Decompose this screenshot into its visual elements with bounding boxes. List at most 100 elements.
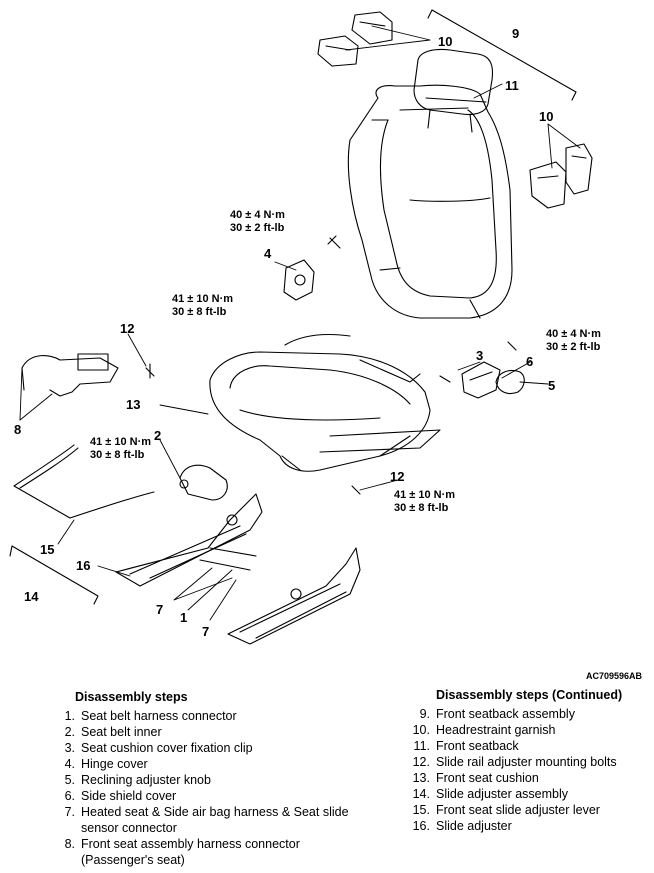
callout-7-right: 7: [202, 624, 209, 639]
bolts: [145, 235, 517, 495]
steps-right-title: Disassembly steps (Continued): [436, 688, 623, 702]
step-number: 5.: [64, 773, 75, 787]
exploded-seat-diagram: 10 9 11 10 4 12 8 13 2 3 6 5 12 15 16 14…: [9, 9, 601, 645]
step-number: 2.: [64, 725, 75, 739]
step-number: 4.: [64, 757, 75, 771]
step-text: Seat cushion cover fixation clip: [81, 741, 253, 755]
headrestraint-garnish-left: [317, 11, 393, 67]
step-text: Headrestraint garnish: [436, 723, 556, 737]
list-item: 3. Seat cushion cover fixation clip: [53, 740, 353, 756]
step-text: Front seat assembly harness connector (P…: [81, 837, 300, 867]
step-number: 11.: [413, 739, 430, 753]
torque-top-left-ftlb: 30 ± 8 ft-lb: [172, 306, 227, 318]
headrestraint-garnish-right: [529, 143, 593, 209]
slide-adjuster-lever: [13, 444, 155, 519]
callout-12-left: 12: [120, 321, 134, 336]
step-text: Seat belt inner: [81, 725, 162, 739]
step-text: Front seatback: [436, 739, 519, 753]
step-number: 10.: [412, 723, 430, 737]
step-number: 16.: [412, 819, 430, 833]
step-number: 3.: [64, 741, 75, 755]
step-text: Seat belt harness connector: [81, 709, 237, 723]
list-item: 16. Slide adjuster: [408, 818, 648, 834]
step-text: Hinge cover: [81, 757, 148, 771]
step-number: 9.: [419, 707, 430, 721]
front-seat-cushion: [209, 351, 431, 472]
list-item: 4. Hinge cover: [53, 756, 353, 772]
side-shield-cover: [461, 361, 501, 399]
callout-6: 6: [526, 354, 533, 369]
slide-adjuster-assembly: [115, 493, 361, 645]
callout-10-top: 10: [438, 34, 452, 49]
callout-15: 15: [40, 542, 54, 557]
hinge-cover: [283, 259, 315, 301]
callout-3: 3: [476, 348, 483, 363]
disassembly-steps-left: Disassembly steps 1. Seat belt harness co…: [53, 689, 353, 868]
torque-left-ftlb: 30 ± 8 ft-lb: [90, 449, 145, 461]
step-text: Side shield cover: [81, 789, 177, 803]
step-number: 12.: [412, 755, 430, 769]
callout-2: 2: [154, 428, 161, 443]
list-item: 1. Seat belt harness connector: [53, 708, 353, 724]
callout-4: 4: [264, 246, 272, 261]
callout-12-right: 12: [390, 469, 404, 484]
callout-13: 13: [126, 397, 140, 412]
torque-bottom-nm: 41 ± 10 N·m: [394, 489, 455, 501]
step-text: Front seat slide adjuster lever: [436, 803, 600, 817]
step-text: Slide rail adjuster mounting bolts: [436, 755, 617, 769]
figure-id: AC709596AB: [586, 671, 643, 681]
callout-7-left: 7: [156, 602, 163, 617]
step-number: 13.: [412, 771, 430, 785]
list-item: 5. Reclining adjuster knob: [53, 772, 353, 788]
step-text: Slide adjuster: [436, 819, 512, 833]
callout-14: 14: [24, 589, 39, 604]
headrestraint: [413, 48, 494, 133]
torque-top-left-nm: 41 ± 10 N·m: [172, 293, 233, 305]
callout-10-right: 10: [539, 109, 553, 124]
step-text: Front seat cushion: [436, 771, 539, 785]
callout-5: 5: [548, 378, 555, 393]
cushion-base: [319, 429, 441, 453]
step-text: Heated seat & Side air bag harness & Sea…: [81, 805, 349, 835]
list-item: 6. Side shield cover: [53, 788, 353, 804]
list-item: 8. Front seat assembly harness connector …: [53, 836, 353, 868]
torque-bottom-ftlb: 30 ± 8 ft-lb: [394, 502, 449, 514]
list-item: 7. Heated seat & Side air bag harness & S…: [53, 804, 353, 836]
reclining-adjuster-knob: [495, 369, 525, 395]
step-text: Slide adjuster assembly: [436, 787, 569, 801]
leader-lines: [19, 25, 581, 621]
callout-11: 11: [505, 78, 519, 93]
disassembly-steps-right: Disassembly steps (Continued) 9. Front se…: [408, 687, 648, 834]
step-number: 1.: [64, 709, 75, 723]
steps-left-title: Disassembly steps: [75, 690, 188, 704]
list-item: 13. Front seat cushion: [408, 770, 648, 786]
front-seatback: [347, 84, 513, 319]
step-number: 15.: [412, 803, 430, 817]
step-text: Front seatback assembly: [436, 707, 575, 721]
harness-connector: [21, 353, 119, 397]
group-bracket-9: [427, 9, 577, 101]
harness-wire: [284, 333, 351, 346]
steps-right-list: 9. Front seatback assembly 10. Headrestrai…: [408, 706, 648, 834]
step-number: 7.: [64, 805, 75, 819]
list-item: 11. Front seatback: [408, 738, 648, 754]
torque-upper-nm: 40 ± 4 N·m: [230, 209, 285, 221]
step-number: 6.: [64, 789, 75, 803]
torque-left-nm: 41 ± 10 N·m: [90, 436, 151, 448]
list-item: 2. Seat belt inner: [53, 724, 353, 740]
list-item: 10. Headrestraint garnish: [408, 722, 648, 738]
harness-wire-2: [359, 359, 421, 383]
step-number: 14.: [412, 787, 430, 801]
torque-upper-ftlb: 30 ± 2 ft-lb: [230, 222, 285, 234]
list-item: 12. Slide rail adjuster mounting bolts: [408, 754, 648, 770]
group-bracket-14: [9, 545, 99, 605]
list-item: 15. Front seat slide adjuster lever: [408, 802, 648, 818]
torque-right-ftlb: 30 ± 2 ft-lb: [546, 341, 601, 353]
steps-left-list: 1. Seat belt harness connector 2. Seat bel…: [53, 708, 353, 868]
step-number: 8.: [64, 837, 75, 851]
seat-belt-inner: [179, 464, 228, 501]
callout-16: 16: [76, 558, 90, 573]
list-item: 9. Front seatback assembly: [408, 706, 648, 722]
step-text: Reclining adjuster knob: [81, 773, 211, 787]
callout-1: 1: [180, 610, 187, 625]
